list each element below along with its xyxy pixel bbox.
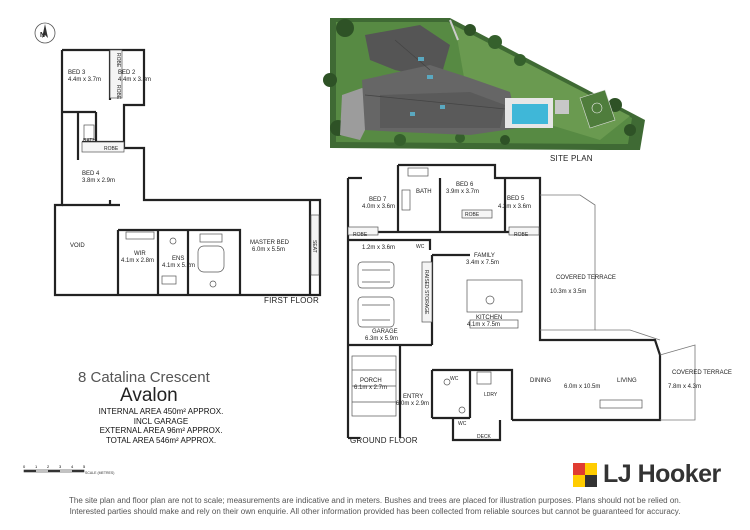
- scale-tick-1: 1: [35, 464, 38, 469]
- ff-seat-label: SEAT: [311, 240, 317, 253]
- gf-bed7-dims: 4.0m x 3.6m: [362, 204, 395, 210]
- property-address: 8 Catalina Crescent: [78, 369, 210, 386]
- svg-text:N: N: [40, 32, 45, 39]
- ff-bed4-dims: 3.8m x 2.9m: [82, 178, 115, 184]
- area-internal: INTERNAL AREA 450m² APPROX.: [98, 407, 224, 416]
- gf-robe-bed7: ROBE: [353, 232, 368, 238]
- ff-bed3-name: BED 3: [68, 70, 86, 76]
- ff-master-name: MASTER BED: [250, 240, 290, 246]
- gf-dining-name: DINING: [530, 378, 551, 384]
- scale-tick-4: 4: [71, 464, 74, 469]
- ff-robe-vertical-2: ROBE: [115, 85, 121, 100]
- area-total: TOTAL AREA 546m² APPROX.: [105, 435, 217, 445]
- first-floor-label: FIRST FLOOR: [264, 296, 319, 305]
- site-plan: [323, 18, 645, 150]
- north-arrow-icon: N: [34, 22, 56, 44]
- gf-hall-dims: 1.2m x 3.6m: [362, 245, 395, 251]
- gf-robe-bed6: ROBE: [465, 212, 480, 218]
- scale-bar: 0 1 2 3 4 5: [23, 464, 86, 473]
- ff-ens-name: ENS: [172, 256, 184, 262]
- ground-floor-fixtures: [347, 167, 643, 417]
- gf-porch-name: PORCH: [360, 378, 382, 384]
- ground-floor-walls: [346, 163, 662, 442]
- gf-terrace2-name: COVERED TERRACE: [672, 370, 732, 376]
- gf-bed5-name: BED 5: [507, 196, 525, 202]
- ff-robe-bed4: ROBE: [104, 146, 119, 152]
- ff-bed2-dims: 4.4m x 3.8m: [118, 77, 151, 83]
- scale-tick-0: 0: [23, 464, 26, 469]
- ff-bath-label: BATH: [83, 138, 96, 144]
- first-floor-fixtures: [81, 49, 320, 288]
- gf-bath-name: BATH: [416, 189, 432, 195]
- ground-floor-label: GROUND FLOOR: [350, 436, 418, 445]
- gf-porch-dims: 6.1m x 2.7m: [354, 385, 387, 391]
- scale-tick-5: 5: [83, 464, 86, 469]
- gf-wc-lower-1: WC: [450, 376, 459, 382]
- lj-hooker-logo-icon: [573, 462, 597, 487]
- gf-family-name: FAMILY: [474, 253, 495, 259]
- gf-entry-name: ENTRY: [403, 394, 423, 400]
- gf-robe-bed5: ROBE: [514, 232, 529, 238]
- gf-bed6-dims: 3.9m x 3.7m: [446, 189, 479, 195]
- gf-kitchen-dims: 4.1m x 7.5m: [467, 322, 500, 328]
- gf-family-dims: 3.4m x 7.5m: [466, 260, 499, 266]
- area-incl-garage: INCL GARAGE: [133, 416, 189, 426]
- property-suburb: Avalon: [120, 385, 178, 406]
- ground-floor-terraces: [540, 194, 696, 421]
- ff-robe-vertical: ROBE: [115, 53, 121, 68]
- gf-ldry: LDRY: [484, 392, 498, 398]
- scale-tick-2: 2: [47, 464, 50, 469]
- disclaimer-line-1: The site plan and floor plan are not to …: [69, 496, 681, 505]
- gf-garage-name: GARAGE: [372, 329, 398, 335]
- disclaimer: The site plan and floor plan are not to …: [14, 495, 736, 517]
- gf-bed6-name: BED 6: [456, 182, 474, 188]
- disclaimer-line-2: Interested parties should make and rely …: [69, 507, 681, 516]
- ff-bed3-dims: 4.4m x 3.7m: [68, 77, 101, 83]
- ff-void-label: VOID: [70, 243, 85, 249]
- gf-garage-dims: 6.3m x 5.9m: [365, 336, 398, 342]
- gf-deck: DECK: [477, 434, 492, 440]
- ff-master-dims: 6.0m x 5.5m: [252, 247, 285, 253]
- gf-wc-upper: WC: [416, 244, 425, 250]
- gf-bed5-dims: 4.2m x 3.6m: [498, 204, 531, 210]
- area-external: EXTERNAL AREA 96m² APPROX.: [99, 426, 223, 436]
- ff-bed2-name: BED 2: [118, 70, 136, 76]
- scale-label: SCALE (METRES): [85, 471, 115, 475]
- brand-logo: LJ Hooker: [573, 460, 721, 489]
- property-areas: INTERNAL AREA 450m² APPROX. INCL GARAGE …: [96, 407, 226, 445]
- site-plan-label: SITE PLAN: [550, 154, 593, 163]
- ff-wir-name: WIR: [134, 251, 146, 257]
- gf-entry-dims: 6.0m x 2.9m: [396, 401, 429, 407]
- gf-terrace1-dims: 10.3m x 3.5m: [550, 289, 586, 295]
- brand-name: LJ Hooker: [603, 460, 721, 488]
- gf-bed7-name: BED 7: [369, 197, 387, 203]
- scale-tick-3: 3: [59, 464, 62, 469]
- gf-terrace2-dims: 7.8m x 4.3m: [668, 384, 701, 390]
- ff-bed4-name: BED 4: [82, 171, 100, 177]
- gf-living-name: LIVING: [617, 378, 637, 384]
- gf-terrace1-name: COVERED TERRACE: [556, 275, 616, 281]
- gf-wc-lower-2: WC: [458, 421, 467, 427]
- gf-dining-living-dims: 6.0m x 10.5m: [564, 384, 600, 390]
- gf-kitchen-name: KITCHEN: [476, 315, 502, 321]
- gf-raised-storage: RAISED STORAGE: [423, 270, 429, 315]
- ff-wir-dims: 4.1m x 2.8m: [121, 258, 154, 264]
- ff-ens-dims: 4.1m x 5.2m: [162, 263, 195, 269]
